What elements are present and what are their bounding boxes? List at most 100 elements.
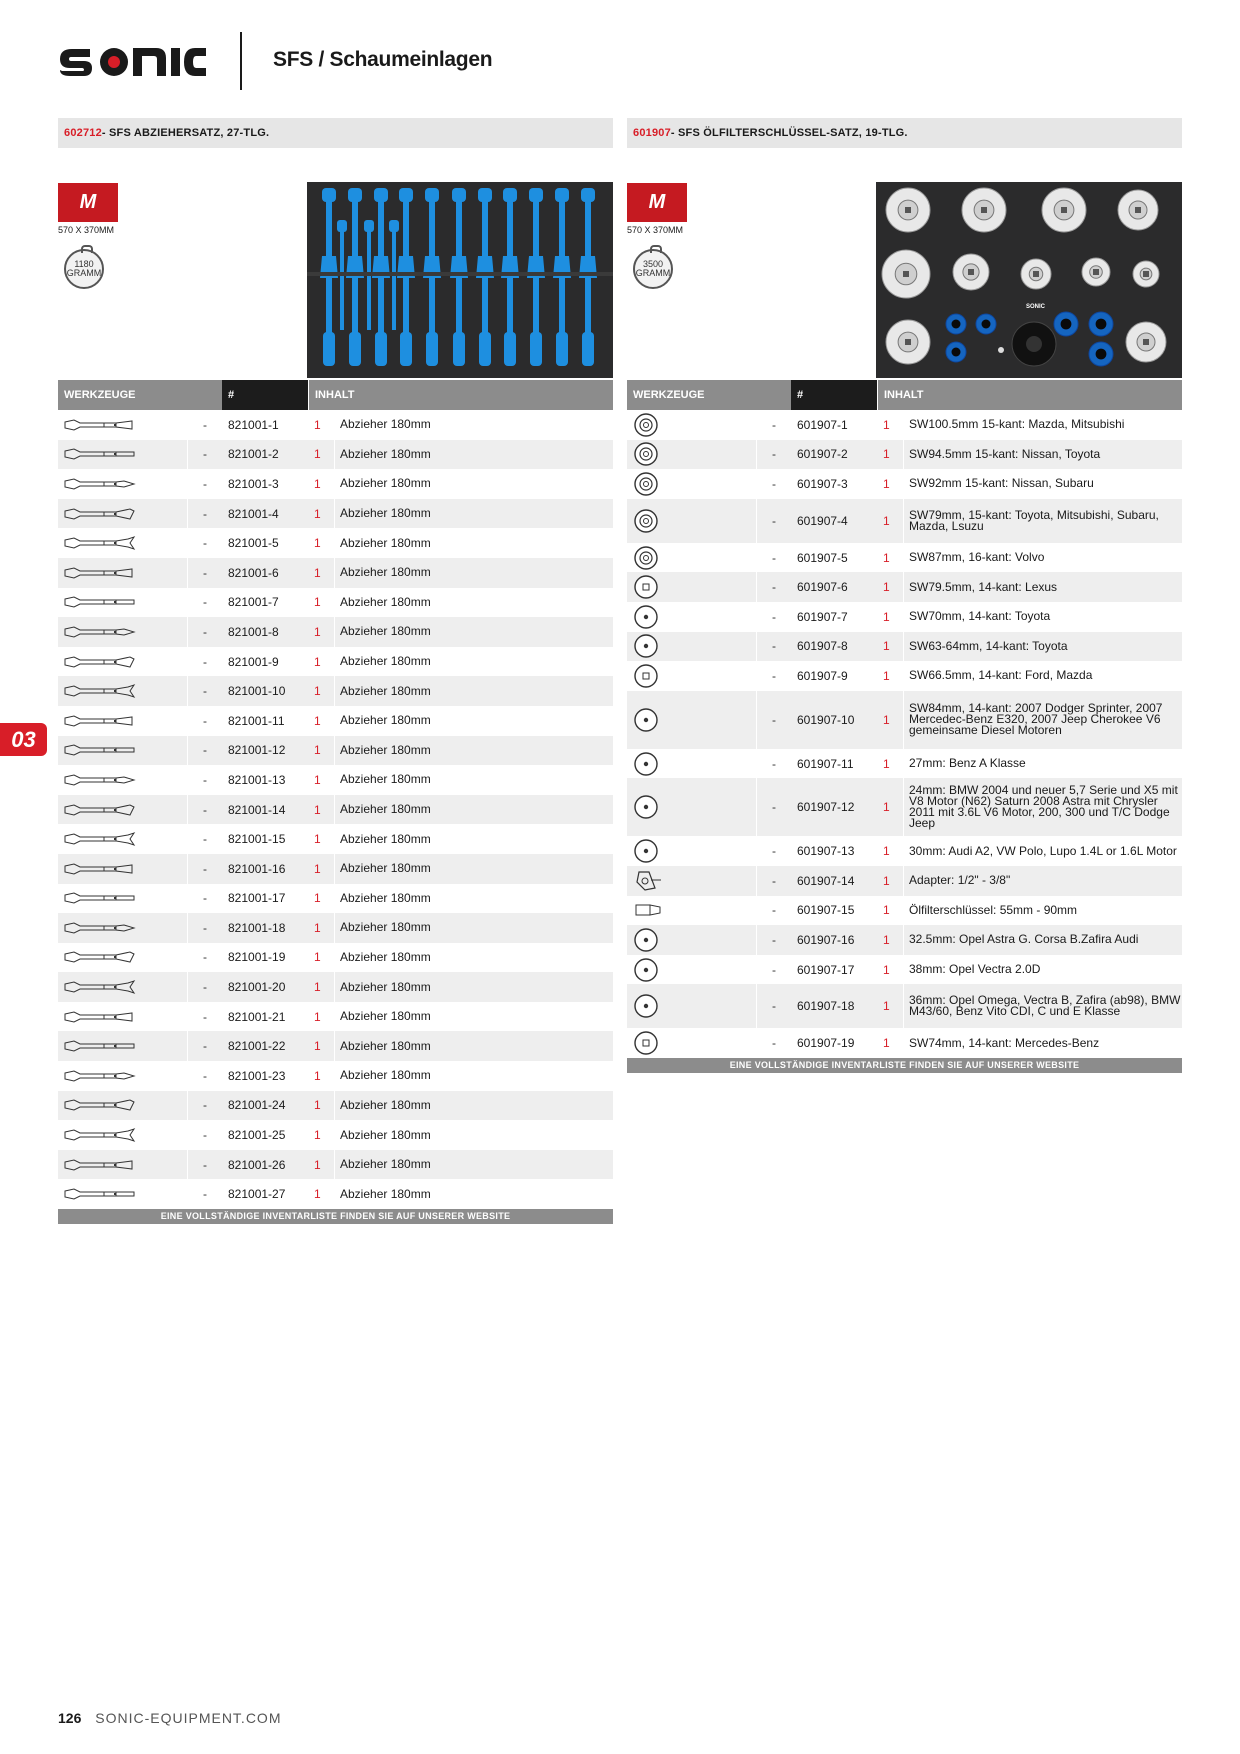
weight-unit: GRAMM: [635, 268, 671, 278]
article-number: 601907-14: [797, 873, 855, 888]
separator-dash: -: [772, 609, 776, 624]
separator-dash: -: [203, 772, 207, 787]
separator-dash: -: [772, 932, 776, 947]
quantity: 1: [314, 447, 321, 462]
description: Ölfilterschlüssel: 55mm - 90mm: [903, 895, 1182, 926]
quantity: 1: [314, 417, 321, 432]
quantity: 1: [883, 800, 890, 815]
article-number: 601907-18: [797, 999, 855, 1014]
puller-tool-icon: [58, 439, 188, 470]
article-number: 601907-8: [797, 639, 848, 654]
quantity: 1: [883, 999, 890, 1014]
quantity: 1: [883, 550, 890, 565]
quantity: 1: [314, 950, 321, 965]
section-title: 602712 - SFS ABZIEHERSATZ, 27-TLG.: [58, 118, 613, 148]
puller-tool-icon: [58, 735, 188, 766]
sonic-logo: [60, 48, 206, 76]
article-number: 821001-14: [228, 802, 286, 817]
description: Abzieher 180mm: [334, 587, 613, 618]
website-link[interactable]: SONIC-EQUIPMENT.COM: [95, 1710, 282, 1726]
oil-filter-wrench-icon: [627, 469, 757, 499]
puller-tool-icon: [58, 469, 188, 499]
quantity: 1: [883, 756, 890, 771]
col-content: INHALT: [309, 380, 613, 410]
article-number: 821001-8: [228, 624, 279, 639]
quantity: 1: [883, 639, 890, 654]
description: SW94.5mm 15-kant: Nissan, Toyota: [903, 439, 1182, 470]
article-number: 821001-5: [228, 536, 279, 551]
description: Abzieher 180mm: [334, 1001, 613, 1032]
description: Abzieher 180mm: [334, 410, 613, 440]
description: Abzieher 180mm: [334, 853, 613, 884]
article-number: 601907-11: [797, 756, 854, 771]
oil-filter-wrench-icon: [627, 572, 757, 602]
article-number: 821001-15: [228, 832, 286, 847]
table-row: - 821001-2 1 Abzieher 180mm: [58, 439, 613, 470]
size-badge: M: [58, 183, 118, 222]
description: Abzieher 180mm: [334, 676, 613, 706]
weight-value: 1180: [74, 259, 94, 269]
oil-filter-wrench-icon: [627, 748, 757, 779]
col-content: INHALT: [878, 380, 1182, 410]
description: Abzieher 180mm: [334, 557, 613, 588]
puller-tool-icon: [58, 972, 188, 1002]
separator-dash: -: [772, 903, 776, 918]
article-number: 821001-16: [228, 861, 286, 876]
separator-dash: -: [203, 1187, 207, 1202]
separator-dash: -: [772, 756, 776, 771]
puller-tool-icon: [58, 824, 188, 854]
description: Abzieher 180mm: [334, 617, 613, 647]
description: Abzieher 180mm: [334, 794, 613, 825]
page-number: 126: [58, 1710, 82, 1726]
quantity: 1: [314, 684, 321, 699]
oil-filter-wrench-icon: [627, 601, 757, 632]
separator-dash: -: [772, 844, 776, 859]
col-number: #: [222, 380, 308, 410]
inventory-note: EINE VOLLSTÄNDIGE INVENTARLISTE FINDEN S…: [627, 1057, 1182, 1073]
description: 30mm: Audi A2, VW Polo, Lupo 1.4L or 1.6…: [903, 836, 1182, 866]
description: SW87mm, 16-kant: Volvo: [903, 542, 1182, 573]
description: SW92mm 15-kant: Nissan, Subaru: [903, 469, 1182, 499]
description: Abzieher 180mm: [334, 735, 613, 766]
quantity: 1: [314, 536, 321, 551]
description: Abzieher 180mm: [334, 765, 613, 795]
separator-dash: -: [203, 1128, 207, 1143]
description: Abzieher 180mm: [334, 439, 613, 470]
puller-tool-icon: [58, 410, 188, 440]
article-number: 601907-17: [797, 962, 855, 977]
quantity: 1: [883, 609, 890, 624]
article-number: 601907-15: [797, 903, 855, 918]
dimensions-label: 570 X 370MM: [627, 225, 684, 235]
weight-icon: 1180 GRAMM: [64, 245, 104, 289]
quantity: 1: [314, 1098, 321, 1113]
description: SW100.5mm 15-kant: Mazda, Mitsubishi: [903, 410, 1182, 440]
article-number: 821001-1: [228, 417, 279, 432]
article-number: 821001-4: [228, 506, 279, 521]
article-number: 601907-1: [797, 417, 848, 432]
oil-filter-wrench-icon: [627, 984, 757, 1029]
article-number: 601907-6: [797, 580, 848, 595]
separator-dash: -: [772, 476, 776, 491]
article-number: 821001-27: [228, 1187, 286, 1202]
puller-tool-icon: [58, 942, 188, 973]
article-number: 821001-2: [228, 447, 279, 462]
description: SW84mm, 14-kant: 2007 Dodger Sprinter, 2…: [903, 690, 1182, 749]
article-number: 821001-7: [228, 595, 279, 610]
separator-dash: -: [772, 447, 776, 462]
separator-dash: -: [203, 565, 207, 580]
inventory-note: EINE VOLLSTÄNDIGE INVENTARLISTE FINDEN S…: [58, 1209, 613, 1225]
product-title: - SFS ÖLFILTERSCHLÜSSEL-SATZ, 19-TLG.: [670, 127, 908, 139]
oil-filter-wrench-icon: [627, 410, 757, 440]
separator-dash: -: [203, 447, 207, 462]
